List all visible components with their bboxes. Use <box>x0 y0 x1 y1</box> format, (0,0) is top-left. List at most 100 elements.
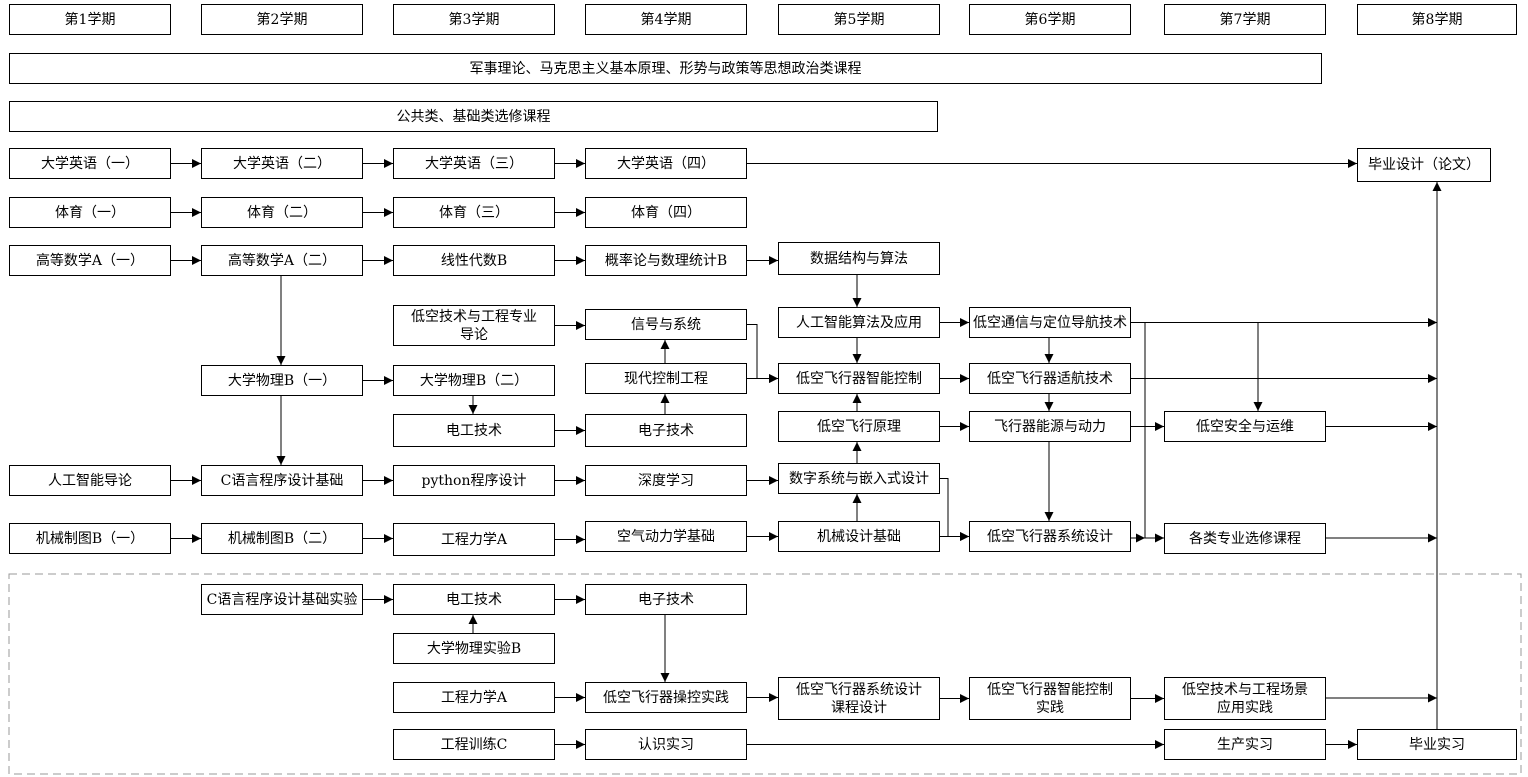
node-eng2: 大学英语（二） <box>201 148 363 179</box>
semester-header-7: 第7学期 <box>1164 4 1326 35</box>
banner-public-label: 公共类、基础类选修课程 <box>396 108 551 125</box>
semester-header-5: 第5学期 <box>778 4 940 35</box>
node-math1-label: 高等数学A（一） <box>35 252 145 269</box>
node-operate-label: 低空飞行器操控实践 <box>603 689 729 706</box>
node-pe3-label: 体育（三） <box>439 204 509 221</box>
edge-53 <box>940 478 969 541</box>
node-eng4: 大学英语（四） <box>585 148 747 179</box>
node-pe2-label: 体育（二） <box>247 204 317 221</box>
node-mdesign-label: 机械设计基础 <box>817 528 901 545</box>
node-control-label: 现代控制工程 <box>624 370 708 387</box>
node-phys2-label: 大学物理B（二） <box>419 372 529 389</box>
node-pe2: 体育（二） <box>201 197 363 228</box>
node-electives: 各类专业选修课程 <box>1164 523 1326 554</box>
node-signal: 信号与系统 <box>585 309 747 340</box>
semester-header-8: 第8学期 <box>1357 4 1517 35</box>
node-pe4: 体育（四） <box>585 197 747 228</box>
banner-politics: 军事理论、马克思主义基本原理、形势与政策等思想政治类课程 <box>9 53 1322 84</box>
node-sysdesign: 低空飞行器系统设计 <box>969 521 1131 552</box>
node-linalg-label: 线性代数B <box>440 252 508 269</box>
node-eng1-label: 大学英语（一） <box>41 155 139 172</box>
semester-header-3-label: 第3学期 <box>448 11 500 28</box>
node-airworthy-label: 低空飞行器适航技术 <box>987 370 1113 387</box>
node-energy-label: 飞行器能源与动力 <box>994 418 1106 435</box>
node-sysdesign-label: 低空飞行器系统设计 <box>987 528 1113 545</box>
node-aero: 空气动力学基础 <box>585 521 747 552</box>
node-phys_lab: 大学物理实验B <box>393 633 555 664</box>
node-c_prog-label: C语言程序设计基础 <box>220 472 344 489</box>
node-electives-label: 各类专业选修课程 <box>1189 530 1301 547</box>
node-elec_eng-label: 电工技术 <box>446 422 502 439</box>
semester-header-2-label: 第2学期 <box>256 11 308 28</box>
node-ai_intro: 人工智能导论 <box>9 465 171 496</box>
node-phys_lab-label: 大学物理实验B <box>426 640 522 657</box>
semester-header-2: 第2学期 <box>201 4 363 35</box>
node-p_mech-label: 工程力学A <box>440 689 508 706</box>
node-thesis-label: 毕业设计（论文） <box>1368 157 1480 173</box>
node-aero-label: 空气动力学基础 <box>617 528 715 545</box>
node-ai_control-label: 低空飞行器智能控制 <box>796 370 922 387</box>
node-python: python程序设计 <box>393 465 555 496</box>
node-safety: 低空安全与运维 <box>1164 411 1326 442</box>
node-dsa-label: 数据结构与算法 <box>810 250 908 267</box>
node-math2: 高等数学A（二） <box>201 245 363 276</box>
node-p_electronics-label: 电子技术 <box>638 591 694 608</box>
node-ai_control: 低空飞行器智能控制 <box>778 363 940 394</box>
node-math2-label: 高等数学A（二） <box>227 252 337 269</box>
node-elec_eng: 电工技术 <box>393 414 555 447</box>
node-draw1: 机械制图B（一） <box>9 523 171 554</box>
edge-56 <box>1144 322 1164 543</box>
node-p_mech: 工程力学A <box>393 682 555 713</box>
node-scenario: 低空技术与工程场景 应用实践 <box>1164 677 1326 720</box>
node-math1: 高等数学A（一） <box>9 245 171 276</box>
node-production: 生产实习 <box>1164 729 1326 760</box>
node-mech: 工程力学A <box>393 523 555 556</box>
semester-header-1: 第1学期 <box>9 4 171 35</box>
node-intro: 低空技术与工程专业 导论 <box>393 305 555 346</box>
node-cognition-label: 认识实习 <box>638 736 694 753</box>
node-mech-label: 工程力学A <box>440 531 508 548</box>
node-embedded: 数字系统与嵌入式设计 <box>778 463 940 494</box>
node-phys1-label: 大学物理B（一） <box>227 372 337 389</box>
semester-header-4-label: 第4学期 <box>640 11 692 28</box>
banner-public: 公共类、基础类选修课程 <box>9 101 938 132</box>
node-embedded-label: 数字系统与嵌入式设计 <box>789 470 929 487</box>
node-p_elec_eng-label: 电工技术 <box>446 591 502 608</box>
node-ai_app: 人工智能算法及应用 <box>778 307 940 338</box>
practice-dashed-frame <box>8 573 1522 775</box>
semester-header-1-label: 第1学期 <box>64 11 116 28</box>
node-deep: 深度学习 <box>585 465 747 496</box>
node-comm_nav-label: 低空通信与定位导航技术 <box>973 314 1127 331</box>
node-signal-label: 信号与系统 <box>631 316 701 333</box>
node-phys2: 大学物理B（二） <box>393 365 555 396</box>
node-scenario-label: 低空技术与工程场景 应用实践 <box>1182 681 1308 716</box>
node-grad_intern-label: 毕业实习 <box>1409 736 1465 753</box>
node-deep-label: 深度学习 <box>638 472 694 489</box>
semester-header-5-label: 第5学期 <box>833 11 885 28</box>
node-eng4-label: 大学英语（四） <box>617 155 715 172</box>
node-safety-label: 低空安全与运维 <box>1196 418 1294 435</box>
node-dsa: 数据结构与算法 <box>778 242 940 275</box>
node-comm_nav: 低空通信与定位导航技术 <box>969 307 1131 338</box>
node-flight-label: 低空飞行原理 <box>817 418 901 435</box>
node-ai_intro-label: 人工智能导论 <box>48 472 132 489</box>
node-flight: 低空飞行原理 <box>778 411 940 442</box>
semester-header-3: 第3学期 <box>393 4 555 35</box>
node-eng2-label: 大学英语（二） <box>233 155 331 172</box>
node-c_lab-label: C语言程序设计基础实验 <box>206 591 358 608</box>
node-p_elec_eng: 电工技术 <box>393 584 555 615</box>
semester-header-8-label: 第8学期 <box>1411 11 1463 28</box>
node-prob: 概率论与数理统计B <box>585 245 747 276</box>
node-p_electronics: 电子技术 <box>585 584 747 615</box>
node-cognition: 认识实习 <box>585 729 747 760</box>
node-energy: 飞行器能源与动力 <box>969 411 1131 442</box>
node-ctrl_practice: 低空飞行器智能控制 实践 <box>969 677 1131 720</box>
node-pe4-label: 体育（四） <box>631 204 701 221</box>
node-electronics-label: 电子技术 <box>638 422 694 439</box>
node-control: 现代控制工程 <box>585 363 747 394</box>
node-mdesign: 机械设计基础 <box>778 521 940 552</box>
node-production-label: 生产实习 <box>1217 736 1273 753</box>
semester-header-4: 第4学期 <box>585 4 747 35</box>
node-eng1: 大学英语（一） <box>9 148 171 179</box>
